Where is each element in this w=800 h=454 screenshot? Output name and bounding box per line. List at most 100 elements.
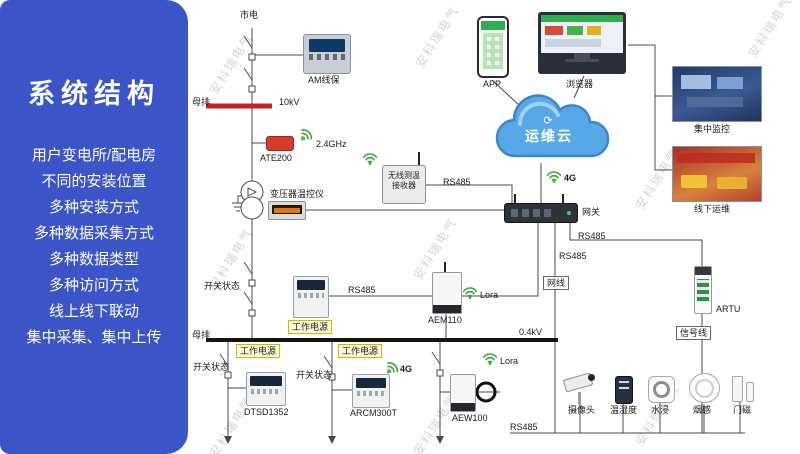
freq-label: 2.4GHz bbox=[316, 139, 347, 149]
sidebar-item: 集中采集、集中上传 bbox=[26, 329, 162, 346]
wifi-icon bbox=[362, 153, 378, 166]
work-power-label: 工作电源 bbox=[338, 344, 383, 358]
ate200-label: ATE200 bbox=[260, 153, 292, 163]
rs485-label: RS485 bbox=[559, 251, 587, 261]
ate200-sensor-device bbox=[266, 136, 294, 151]
meter-keys bbox=[357, 391, 385, 396]
lora-label: Lora bbox=[480, 290, 499, 300]
meter-screen bbox=[356, 378, 386, 388]
meter-screen bbox=[250, 376, 282, 386]
wifi-icon bbox=[462, 287, 478, 300]
work-power-label: 工作电源 bbox=[288, 320, 333, 334]
antenna-icon bbox=[562, 194, 564, 203]
am-relay-label: AM线保 bbox=[308, 75, 340, 85]
sidebar-item: 多种数据类型 bbox=[48, 251, 139, 268]
wifi-icon bbox=[482, 353, 498, 366]
net-cable-label: 网线 bbox=[543, 276, 570, 290]
receiver-label-line2: 接收器 bbox=[392, 181, 416, 190]
aem110-base bbox=[433, 305, 461, 313]
phone-app-grid bbox=[483, 33, 503, 69]
wireless-temp-receiver-device: 无线测温 接收器 bbox=[382, 165, 426, 204]
arcm300t-label: ARCM300T bbox=[350, 408, 398, 418]
app-label: APP bbox=[483, 79, 502, 89]
work-power-meter-device bbox=[293, 276, 329, 318]
dashboard-cell bbox=[567, 26, 583, 35]
relay-screen bbox=[309, 39, 345, 52]
lora-label: Lora bbox=[500, 356, 519, 366]
switch-status-label: 开关状态 bbox=[204, 281, 241, 291]
browser-monitor-device bbox=[538, 12, 626, 74]
central-monitoring-photo bbox=[672, 66, 762, 122]
water-sensor-device bbox=[648, 376, 675, 403]
antenna-icon bbox=[418, 152, 420, 166]
arcm300t-device bbox=[352, 374, 390, 408]
am-relay-device bbox=[303, 34, 351, 74]
door-magnet-device bbox=[732, 376, 754, 402]
photo-detail bbox=[681, 175, 707, 188]
artu-band bbox=[695, 267, 711, 275]
rs485-label: RS485 bbox=[510, 422, 538, 432]
rs485-label: RS485 bbox=[578, 231, 606, 241]
dashboard-cell bbox=[587, 26, 601, 35]
central-monitoring-label: 集中监控 bbox=[694, 124, 731, 134]
camera-lens bbox=[588, 374, 595, 381]
hv-busbar-label: 母排 bbox=[192, 97, 211, 107]
sidebar-item: 多种访问方式 bbox=[48, 277, 139, 294]
phone-screen bbox=[481, 21, 505, 71]
smoke-detector-ring bbox=[695, 379, 714, 398]
gateway-led bbox=[567, 211, 571, 215]
aem110-device bbox=[432, 272, 462, 314]
monitor-header bbox=[541, 15, 623, 22]
th-line bbox=[619, 387, 629, 389]
feeder-arrows bbox=[224, 436, 444, 444]
sync-icon: ⟳ bbox=[543, 115, 555, 127]
dtsd1352-label: DTSD1352 bbox=[244, 407, 289, 417]
door-magnet-bar bbox=[746, 382, 754, 402]
rs485-label: RS485 bbox=[348, 285, 376, 295]
smoke-detector-device bbox=[689, 373, 720, 403]
photo-detail bbox=[717, 77, 743, 89]
camera-pole bbox=[578, 392, 581, 404]
4g-label: 4G bbox=[564, 173, 577, 183]
tx-monitor-digits bbox=[274, 208, 300, 213]
dashboard-cell bbox=[545, 26, 563, 35]
smoke-detector-label: 烟感 bbox=[693, 405, 712, 415]
camera-label: 摄像头 bbox=[568, 405, 596, 415]
aem110-label: AEM110 bbox=[428, 315, 462, 325]
ct-ring-icon bbox=[475, 381, 497, 403]
sidebar-title: 系统结构 bbox=[28, 79, 160, 109]
aew100-base bbox=[451, 403, 475, 411]
door-magnet-label: 门磁 bbox=[733, 405, 752, 415]
meter-screen bbox=[297, 280, 325, 290]
photo-detail bbox=[717, 177, 747, 189]
lv-busbar-label: 母排 bbox=[192, 330, 211, 340]
sidebar-items: 用户变电所/配电房 不同的安装位置 多种安装方式 多种数据采集方式 多种数据类型… bbox=[0, 143, 188, 351]
rs485-label: RS485 bbox=[443, 177, 471, 187]
switch-status-label: 开关状态 bbox=[296, 370, 333, 380]
monitor-screen bbox=[541, 15, 623, 53]
water-sensor-label: 水浸 bbox=[651, 405, 670, 415]
relay-buttons bbox=[309, 54, 345, 60]
signal-line-label: 信号线 bbox=[676, 326, 712, 340]
work-power-label: 工作电源 bbox=[236, 344, 281, 358]
artu-label: ARTU bbox=[716, 304, 741, 314]
antenna-icon bbox=[444, 262, 446, 273]
switch-status-label: 开关状态 bbox=[193, 362, 230, 372]
hv-voltage-label: 10kV bbox=[279, 97, 300, 107]
meter-keys bbox=[298, 293, 324, 298]
offline-ops-label: 线下运维 bbox=[694, 204, 731, 214]
dashboard-cell bbox=[545, 39, 601, 47]
cloud-shape bbox=[495, 94, 610, 158]
lv-voltage-label: 0.4kV bbox=[519, 327, 543, 337]
wifi-icon bbox=[546, 171, 562, 184]
gateway-ports bbox=[511, 209, 551, 217]
dtsd1352-device bbox=[246, 372, 286, 406]
app-phone-device bbox=[477, 16, 509, 78]
cloud: ⟳ 运维云 bbox=[486, 90, 612, 170]
sidebar: 系统结构 用户变电所/配电房 不同的安装位置 多种安装方式 多种数据采集方式 多… bbox=[0, 0, 188, 454]
4g-label: 4G bbox=[400, 364, 413, 374]
cloud-label: ⟳ 运维云 bbox=[486, 116, 612, 146]
antenna-icon bbox=[514, 194, 516, 203]
